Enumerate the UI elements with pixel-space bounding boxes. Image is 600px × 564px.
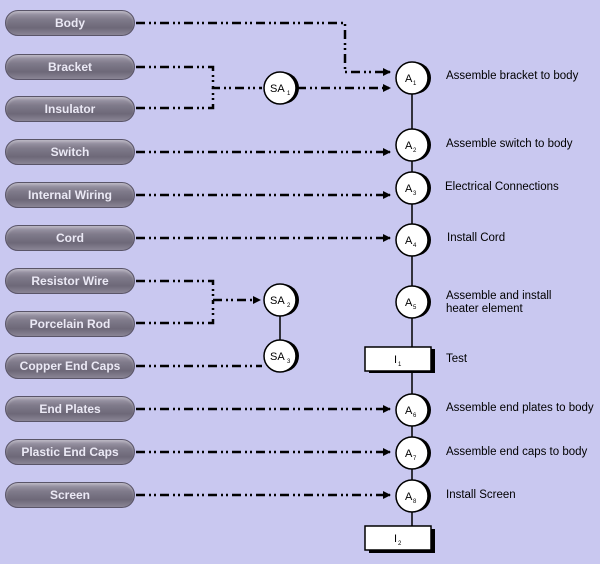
svg-text:3: 3 [413, 191, 417, 197]
svg-text:2: 2 [413, 148, 417, 154]
svg-text:5: 5 [413, 305, 417, 311]
op-a4-label: Install Cord [447, 232, 506, 244]
svg-text:7: 7 [413, 456, 417, 462]
inspection-i2: I 2 [364, 525, 435, 553]
inspection-i1: I 1 [364, 346, 435, 373]
part-cord: Cord [5, 225, 135, 251]
svg-text:I: I [394, 354, 397, 366]
op-a2-label: Assemble switch to body [446, 138, 573, 150]
connector-bracket [136, 65, 262, 90]
connector-resistor-wire [136, 279, 261, 304]
svg-text:A: A [405, 491, 413, 503]
part-resistor-wire: Resistor Wire [5, 268, 135, 294]
op-i1-label: Test [446, 353, 468, 365]
part-bracket: Bracket [5, 54, 135, 80]
svg-text:A: A [405, 405, 413, 417]
svg-text:A: A [405, 448, 413, 460]
svg-text:3: 3 [287, 359, 291, 365]
op-a7-label: Assemble end caps to body [446, 446, 588, 458]
part-switch: Switch [5, 139, 135, 165]
svg-text:A: A [405, 297, 413, 309]
connector-insulator [136, 88, 215, 110]
sa1-label: SA [270, 83, 285, 95]
subassembly-sa3: SA 3 [263, 339, 299, 373]
svg-text:A: A [405, 73, 413, 85]
op-a5-label: Assemble and install heater element [446, 290, 552, 315]
part-screen: Screen [5, 482, 135, 508]
svg-text:1: 1 [398, 362, 402, 368]
part-internal-wiring: Internal Wiring [5, 182, 135, 208]
part-insulator: Insulator [5, 96, 135, 122]
subassembly-sa2: SA 2 [263, 283, 299, 317]
connector-porcelain-rod [136, 300, 215, 325]
part-porcelain-rod: Porcelain Rod [5, 311, 135, 337]
op-a6-label: Assemble end plates to body [446, 402, 594, 414]
svg-text:1: 1 [287, 91, 291, 97]
svg-text:SA: SA [270, 295, 285, 307]
svg-text:2: 2 [398, 541, 402, 547]
svg-text:A: A [405, 183, 413, 195]
svg-text:4: 4 [413, 243, 417, 249]
op-a1-label: Assemble bracket to body [446, 70, 579, 82]
op-a8-label: Install Screen [446, 489, 516, 501]
op-a3-label: Electrical Connections [445, 181, 559, 193]
svg-text:A: A [405, 235, 413, 247]
subassembly-sa1: SA 1 [263, 71, 299, 105]
svg-text:A: A [405, 140, 413, 152]
svg-text:I: I [394, 533, 397, 545]
part-body: Body [5, 10, 135, 36]
part-end-plates: End Plates [5, 396, 135, 422]
svg-text:SA: SA [270, 351, 285, 363]
part-plastic-end-caps: Plastic End Caps [5, 439, 135, 465]
svg-text:6: 6 [413, 413, 417, 419]
svg-text:2: 2 [287, 303, 291, 309]
part-copper-end-caps: Copper End Caps [5, 353, 135, 379]
svg-text:8: 8 [413, 499, 417, 505]
connector-body [136, 21, 391, 76]
svg-text:1: 1 [413, 81, 417, 87]
